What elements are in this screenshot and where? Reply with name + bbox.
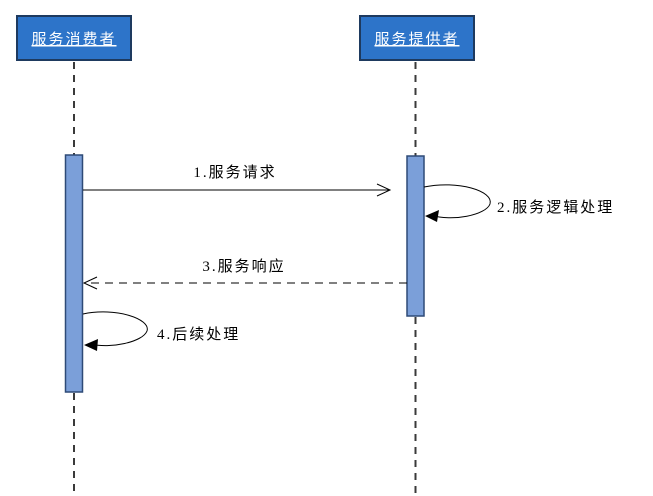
actor-provider: 服务提供者 [359,15,475,61]
message-3-arrowhead [82,276,98,290]
message-1-label: 1.服务请求 [193,164,276,181]
activation-bar-provider [406,155,425,317]
message-4-label: 4.后续处理 [157,326,240,343]
message-3-label: 3.服务响应 [202,257,285,275]
actor-consumer: 服务消费者 [16,15,132,61]
activation-bar-consumer [64,154,84,393]
actor-box-consumer [16,15,132,61]
message-4-loop-curve [82,311,148,347]
message-1-request: 1.服务请求 [83,164,392,197]
message-2-self-loop: 2.服务逻辑处理 [423,184,614,222]
actor-label-consumer: 服务消费者 [31,31,116,48]
message-2-label: 2.服务逻辑处理 [497,199,614,216]
message-2-arrowhead [425,210,439,222]
message-4-self-loop: 4.后续处理 [82,311,240,351]
actor-label-provider: 服务提供者 [374,31,459,48]
message-3-response: 3.服务响应 [82,257,407,290]
message-4-arrowhead [84,339,98,351]
message-1-arrowhead [376,183,392,197]
actor-box-provider [359,15,475,61]
message-2-loop-curve [423,184,491,219]
